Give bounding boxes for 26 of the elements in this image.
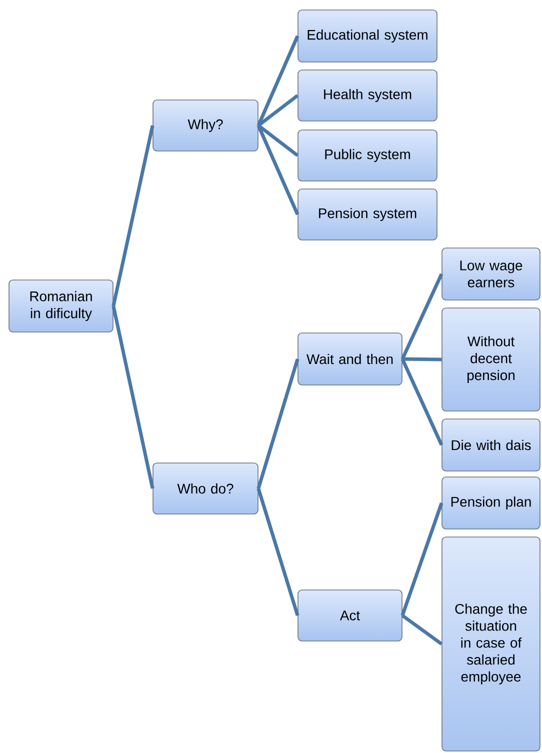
topic-box: Romanian in dificulty bbox=[8, 280, 114, 332]
connector-line bbox=[256, 35, 300, 126]
topic-box: Act bbox=[298, 590, 402, 642]
connector-line bbox=[112, 306, 154, 489]
connector-line bbox=[257, 94, 299, 127]
topic-box: Wait and then bbox=[298, 332, 402, 386]
connector-line bbox=[256, 358, 300, 490]
topic-box: Why? bbox=[152, 100, 258, 152]
topic-box: Who do? bbox=[152, 462, 258, 514]
topic-box: Pension plan bbox=[442, 476, 540, 530]
connector-line bbox=[256, 124, 300, 216]
topic-box: Change the situation in case of salaried employee bbox=[442, 536, 540, 752]
topic-box: Public system bbox=[298, 130, 438, 182]
connector-line bbox=[400, 358, 444, 446]
topic-box: Pension system bbox=[298, 188, 438, 240]
topic-box: Educational system bbox=[298, 10, 438, 62]
connector-line bbox=[400, 273, 444, 360]
topic-box: Without decent pension bbox=[442, 308, 540, 412]
topic-box: Health system bbox=[298, 70, 438, 122]
connector-line bbox=[402, 357, 442, 362]
connector-line bbox=[112, 125, 154, 306]
connector-line bbox=[401, 614, 443, 646]
connector-line bbox=[256, 488, 300, 616]
topic-box: Low wage earners bbox=[442, 248, 540, 300]
topic-box: Die with dais bbox=[442, 418, 540, 472]
connector-line bbox=[400, 502, 444, 616]
